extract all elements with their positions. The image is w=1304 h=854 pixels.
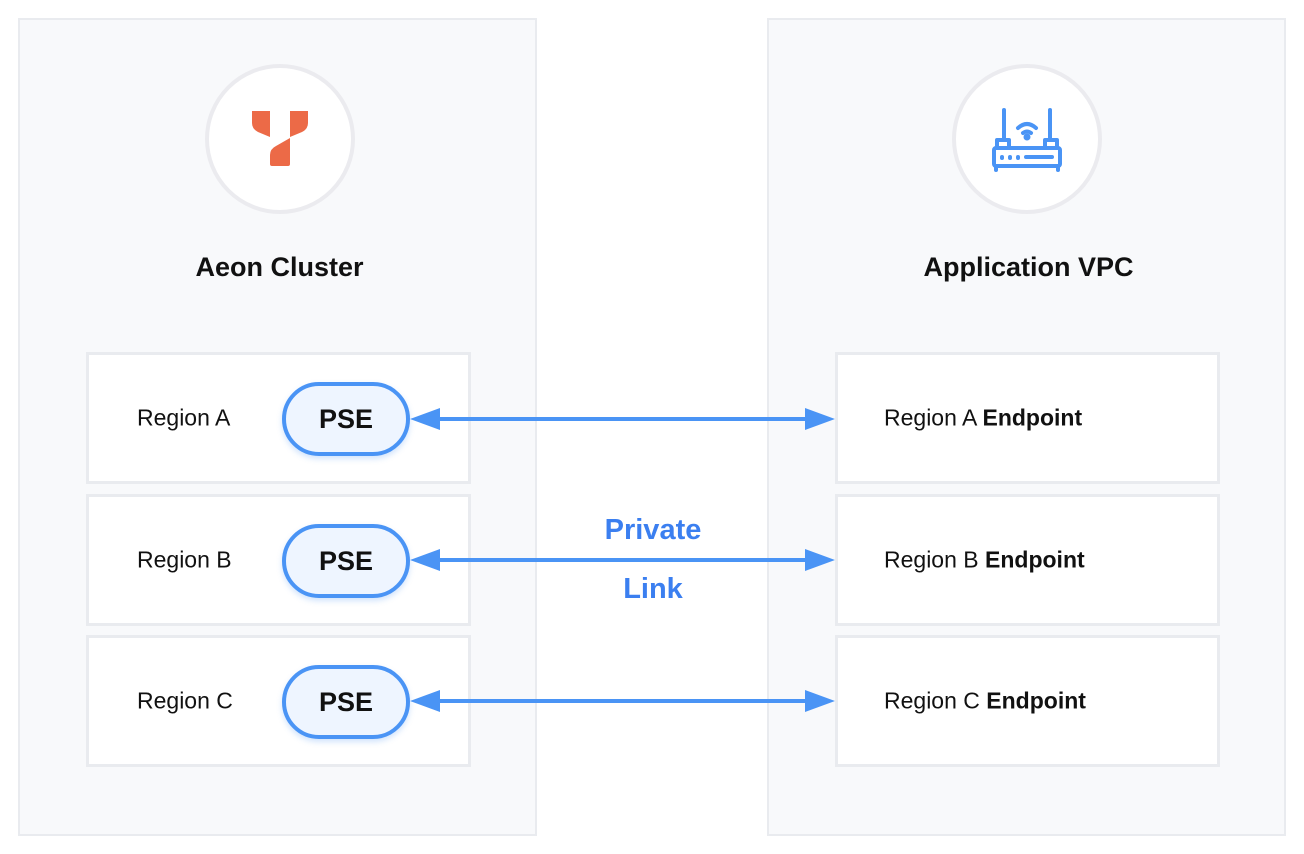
pse-node: PSE — [282, 524, 410, 598]
endpoint-label: Region A Endpoint — [884, 405, 1082, 432]
region-b-box: Region B PSE — [86, 494, 471, 626]
private-link-label-line1: Private — [604, 514, 702, 546]
region-label: Region A — [137, 404, 231, 431]
region-label: Region C — [884, 687, 980, 714]
region-a-box: Region A PSE — [86, 352, 471, 484]
region-label: Region B — [884, 546, 979, 573]
arrow-b — [410, 549, 835, 571]
endpoint-b-box: Region B Endpoint — [835, 494, 1220, 626]
arrow-a — [410, 408, 835, 430]
endpoint-a-box: Region A Endpoint — [835, 352, 1220, 484]
endpoint-label: Region C Endpoint — [884, 688, 1086, 715]
router-circle — [952, 64, 1102, 214]
private-link-label-line2: Link — [623, 573, 683, 605]
pse-node: PSE — [282, 665, 410, 739]
region-c-box: Region C PSE — [86, 635, 471, 767]
endpoint-suffix: Endpoint — [986, 687, 1086, 714]
region-label: Region A — [884, 404, 977, 431]
endpoint-label: Region B Endpoint — [884, 547, 1085, 574]
application-vpc-title: Application VPC — [923, 252, 1134, 282]
region-label: Region C — [137, 687, 233, 714]
endpoint-suffix: Endpoint — [985, 546, 1085, 573]
aeon-logo-circle — [205, 64, 355, 214]
endpoint-c-box: Region C Endpoint — [835, 635, 1220, 767]
endpoint-suffix: Endpoint — [982, 404, 1083, 431]
aeon-logo-icon — [252, 111, 308, 166]
arrow-c — [410, 690, 835, 712]
pse-node: PSE — [282, 382, 410, 456]
region-label: Region B — [137, 546, 232, 573]
aeon-cluster-title: Aeon Cluster — [195, 252, 364, 282]
router-icon — [992, 108, 1062, 172]
